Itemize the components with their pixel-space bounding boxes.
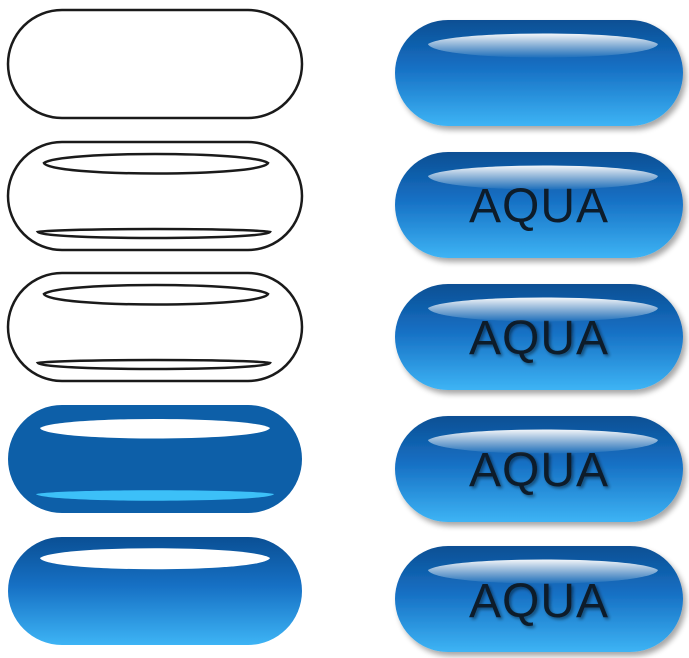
right-step-5-glossy: AQUA — [395, 546, 683, 652]
top-highlight-fill — [40, 548, 270, 569]
top-highlight-fill — [40, 419, 270, 439]
right-step-3-glossy: AQUA — [395, 284, 683, 390]
capsule-outline — [8, 10, 302, 118]
left-step-2-outline-highlights — [8, 142, 302, 250]
aqua-button-label: AQUA — [469, 180, 609, 233]
left-step-4-flat-fill — [8, 405, 302, 513]
right-step-4-glossy: AQUA — [395, 416, 683, 522]
right-step-1-glossy — [395, 20, 683, 126]
left-step-3-outline-highlights — [8, 273, 302, 381]
left-step-1-outline — [8, 10, 302, 118]
left-step-5-gradient — [8, 537, 302, 645]
right-step-2-glossy: AQUA — [395, 152, 683, 258]
